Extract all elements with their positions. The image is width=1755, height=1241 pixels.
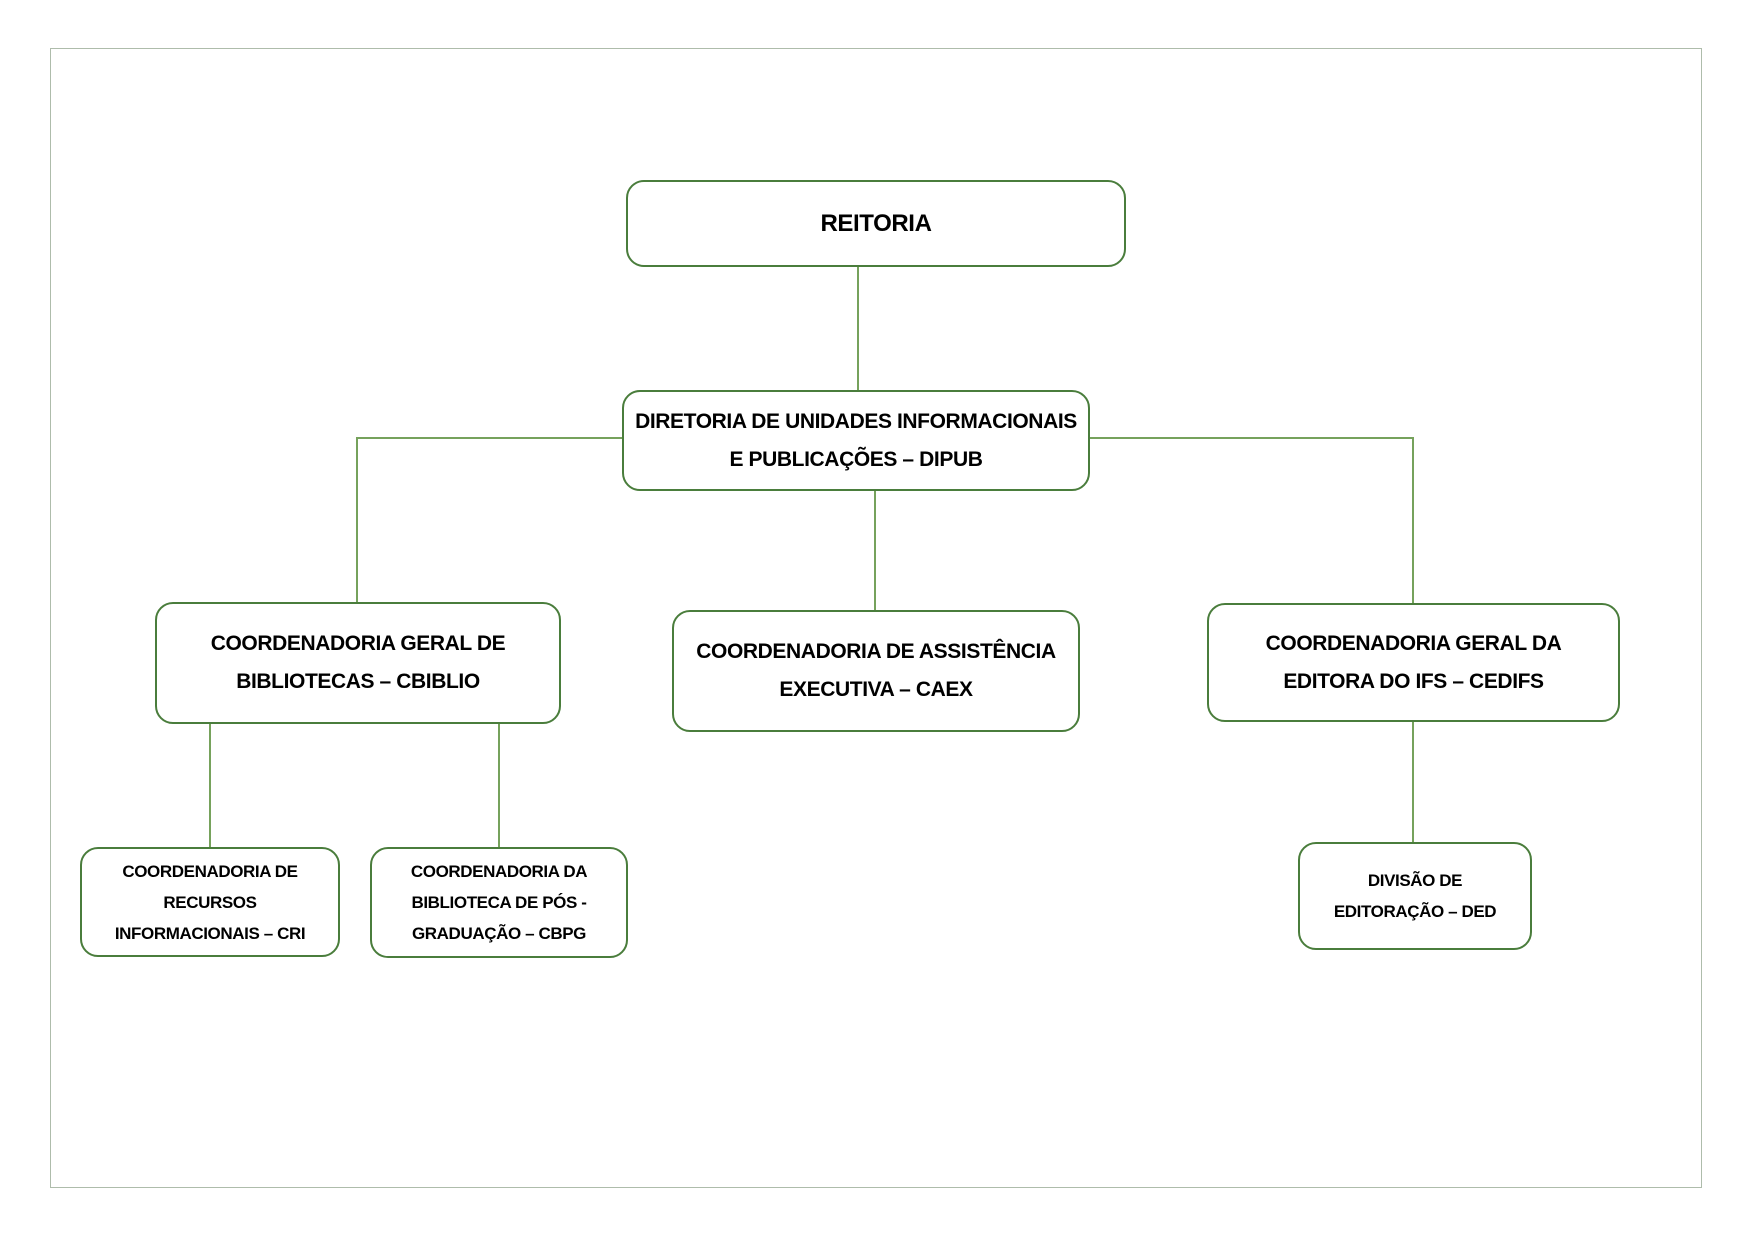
org-node-cbiblio: COORDENADORIA GERAL DE BIBLIOTECAS – CBI… <box>155 602 561 724</box>
org-node-cbiblio-label-line2: BIBLIOTECAS – CBIBLIO <box>236 670 480 693</box>
connector-reitoria-dipub <box>857 266 859 392</box>
org-node-caex: COORDENADORIA DE ASSISTÊNCIA EXECUTIVA –… <box>672 610 1080 732</box>
org-node-cri-label-line1: COORDENADORIA DE <box>122 861 298 881</box>
org-node-caex-label-line1: COORDENADORIA DE ASSISTÊNCIA <box>696 640 1056 663</box>
org-node-cbpg: COORDENADORIA DA BIBLIOTECA DE PÓS - GRA… <box>370 847 628 958</box>
org-node-ded-label-line2: EDITORAÇÃO – DED <box>1333 902 1497 921</box>
page-border <box>50 48 1702 1188</box>
connector-cedifs-ded <box>1412 721 1414 843</box>
connector-dipub-caex <box>874 490 876 611</box>
org-node-cbpg-label-line1: COORDENADORIA DA <box>410 862 588 881</box>
org-node-cri-label-line3: INFORMACIONAIS – CRI <box>114 923 306 943</box>
connector-dipub-cedifs-horizontal <box>1089 437 1414 439</box>
org-node-ded-label-line1: DIVISÃO DE <box>1367 871 1463 890</box>
org-node-cedifs-label-line2: EDITORA DO IFS – CEDIFS <box>1283 669 1544 693</box>
org-node-caex-label-line2: EXECUTIVA – CAEX <box>779 678 973 701</box>
org-node-dipub-label-line2: E PUBLICAÇÕES – DIPUB <box>729 447 983 471</box>
org-node-cbpg-label-line2: BIBLIOTECA DE PÓS - <box>411 893 587 912</box>
org-node-cbpg-label-line3: GRADUAÇÃO – CBPG <box>411 924 586 943</box>
connector-dipub-cedifs-vertical <box>1412 437 1414 604</box>
org-node-cedifs: COORDENADORIA GERAL DA EDITORA DO IFS – … <box>1207 603 1620 722</box>
org-node-dipub-label-line1: DIRETORIA DE UNIDADES INFORMACIONAIS <box>635 409 1077 433</box>
org-node-cri: COORDENADORIA DE RECURSOS INFORMACIONAIS… <box>80 847 340 957</box>
org-node-dipub: DIRETORIA DE UNIDADES INFORMACIONAIS E P… <box>622 390 1090 491</box>
connector-dipub-cbiblio-vertical <box>356 437 358 603</box>
org-node-cri-label-line2: RECURSOS <box>163 892 257 912</box>
org-node-cbiblio-label-line1: COORDENADORIA GERAL DE <box>210 632 506 655</box>
connector-cbiblio-cbpg <box>498 723 500 848</box>
connector-dipub-cbiblio-horizontal <box>356 437 623 439</box>
connector-cbiblio-cri <box>209 723 211 848</box>
org-node-ded: DIVISÃO DE EDITORAÇÃO – DED <box>1298 842 1532 950</box>
org-node-cedifs-label-line1: COORDENADORIA GERAL DA <box>1265 631 1562 655</box>
org-node-reitoria: REITORIA <box>626 180 1126 267</box>
org-node-reitoria-label: REITORIA <box>820 209 932 237</box>
